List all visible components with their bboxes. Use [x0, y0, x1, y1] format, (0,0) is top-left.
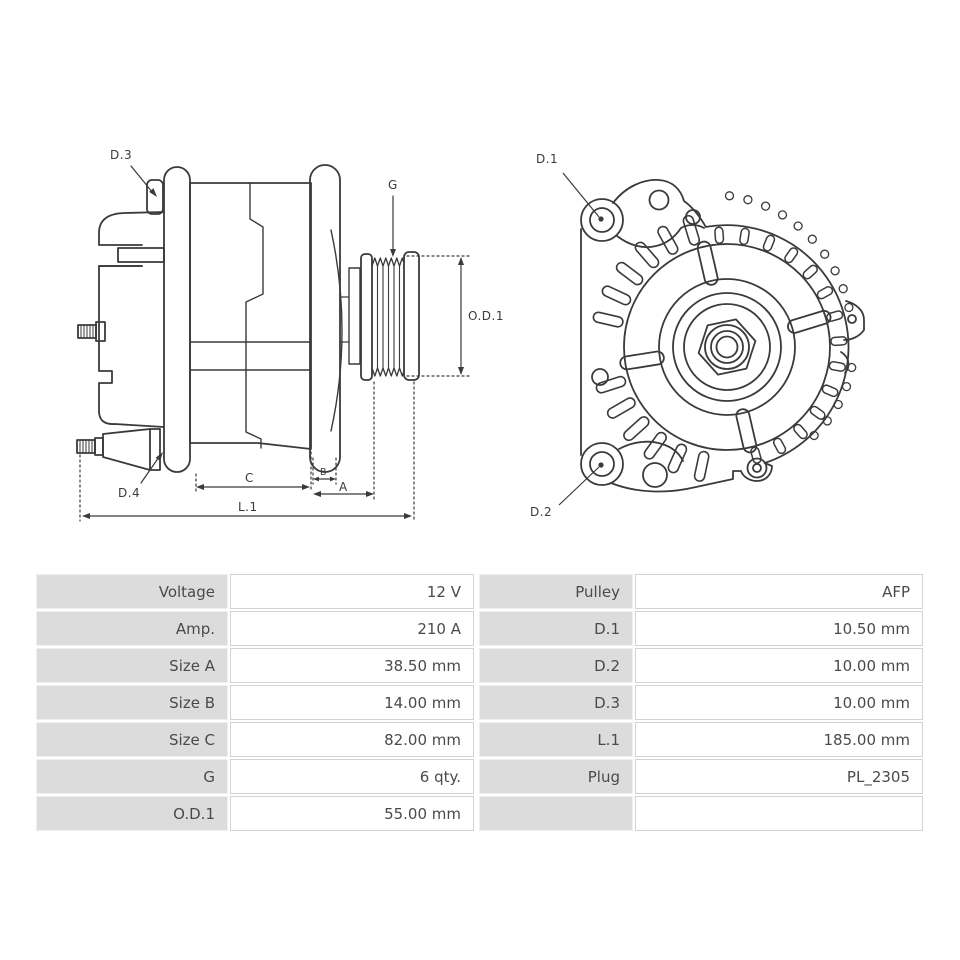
mount-ear-d2 — [580, 442, 624, 486]
alternator-front-view — [580, 179, 865, 493]
table-row: D.2 10.00 mm — [479, 648, 923, 683]
spec-label-d1: D.1 — [479, 611, 633, 646]
pulley-flange-right — [403, 251, 420, 381]
spec-value-od1: 55.00 mm — [230, 796, 474, 831]
alternator-technical-drawing: D.3 D.4 G O.D.1 C B A L.1 — [76, 148, 865, 522]
spec-value-empty — [635, 796, 923, 831]
table-row: Pulley AFP — [479, 574, 923, 609]
spec-value-voltage: 12 V — [230, 574, 474, 609]
table-row: Size C 82.00 mm — [36, 722, 474, 757]
mount-ear-bottom — [102, 428, 161, 471]
pulley-ribs — [376, 265, 401, 369]
spec-label-g: G — [36, 759, 228, 794]
pulley-flange-left — [360, 253, 373, 381]
spec-label-d2: D.2 — [479, 648, 633, 683]
vents-short — [714, 226, 848, 464]
table-row: Size B 14.00 mm — [36, 685, 474, 720]
label-d1: D.1 — [536, 152, 558, 166]
spec-value-amp: 210 A — [230, 611, 474, 646]
mount-ear-top — [146, 179, 164, 215]
spokes — [619, 240, 832, 454]
shaft-nut-hex — [697, 318, 757, 376]
label-d3: D.3 — [110, 148, 132, 162]
mount-ear-d1 — [580, 198, 624, 242]
alternator-side-view — [76, 164, 420, 473]
spec-label-amp: Amp. — [36, 611, 228, 646]
spec-label-d3: D.3 — [479, 685, 633, 720]
stator-circle — [623, 243, 831, 451]
front-view-leaders — [558, 172, 600, 506]
spec-value-d3: 10.00 mm — [635, 685, 923, 720]
spec-label-size-b: Size B — [36, 685, 228, 720]
right-tab — [843, 300, 865, 341]
label-c: C — [245, 471, 254, 485]
spec-value-d2: 10.00 mm — [635, 648, 923, 683]
terminal-tab — [117, 247, 165, 263]
pulley-grooves-bottom — [371, 367, 405, 377]
spec-value-plug: PL_2305 — [635, 759, 923, 794]
spec-label-empty — [479, 796, 633, 831]
drawing-svg: D.3 D.4 G O.D.1 C B A L.1 — [76, 148, 865, 522]
fan-contour — [330, 229, 343, 432]
front-view-leader-dots — [598, 216, 604, 468]
top-arm — [612, 179, 707, 228]
label-l1: L.1 — [238, 500, 258, 514]
table-row: G 6 qty. — [36, 759, 474, 794]
housing-rim — [704, 224, 850, 464]
spec-value-size-a: 38.50 mm — [230, 648, 474, 683]
spec-label-od1: O.D.1 — [36, 796, 228, 831]
spec-value-l1: 185.00 mm — [635, 722, 923, 757]
pulley-grooves-top — [371, 257, 405, 267]
table-row: O.D.1 55.00 mm — [36, 796, 474, 831]
label-d2: D.2 — [530, 505, 552, 519]
rear-housing-upper — [98, 211, 165, 246]
side-view-arrowheads — [82, 188, 464, 519]
table-row: L.1 185.00 mm — [479, 722, 923, 757]
label-a: A — [339, 480, 348, 494]
body-outline — [189, 182, 312, 450]
rear-bracket — [163, 166, 191, 473]
spec-label-pulley: Pulley — [479, 574, 633, 609]
spec-label-plug: Plug — [479, 759, 633, 794]
spec-label-l1: L.1 — [479, 722, 633, 757]
spec-table-left: Voltage 12 V Amp. 210 A Size A 38.50 mm … — [36, 574, 474, 833]
spec-value-g: 6 qty. — [230, 759, 474, 794]
spec-tables: Voltage 12 V Amp. 210 A Size A 38.50 mm … — [36, 574, 924, 833]
label-b: B — [320, 467, 327, 478]
spec-value-d1: 10.50 mm — [635, 611, 923, 646]
table-row — [479, 796, 923, 831]
spec-value-size-c: 82.00 mm — [230, 722, 474, 757]
spec-label-voltage: Voltage — [36, 574, 228, 609]
table-row: Plug PL_2305 — [479, 759, 923, 794]
drive-bracket — [309, 164, 341, 473]
spec-value-size-b: 14.00 mm — [230, 685, 474, 720]
spec-value-pulley: AFP — [635, 574, 923, 609]
label-d4: D.4 — [118, 486, 140, 500]
table-row: Amp. 210 A — [36, 611, 474, 646]
spec-label-size-c: Size C — [36, 722, 228, 757]
label-g: G — [388, 178, 398, 192]
spec-table-right: Pulley AFP D.1 10.50 mm D.2 10.00 mm D.3… — [479, 574, 923, 833]
table-row: D.3 10.00 mm — [479, 685, 923, 720]
vents-long — [592, 214, 710, 482]
spec-label-size-a: Size A — [36, 648, 228, 683]
rear-housing-lower — [98, 265, 165, 428]
side-view-dimensions — [79, 165, 473, 522]
table-row: D.1 10.50 mm — [479, 611, 923, 646]
table-row: Voltage 12 V — [36, 574, 474, 609]
table-row: Size A 38.50 mm — [36, 648, 474, 683]
shaft — [348, 267, 361, 365]
label-od1: O.D.1 — [468, 309, 504, 323]
front-plate-circle — [658, 278, 796, 416]
